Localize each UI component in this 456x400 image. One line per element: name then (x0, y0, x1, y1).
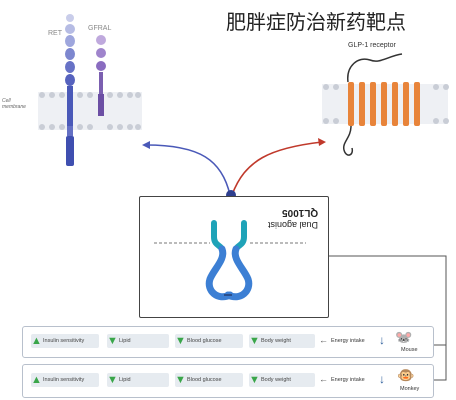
arrow-to-ret-gfral (145, 144, 231, 196)
up-arrow-icon: ▲ (31, 335, 42, 347)
chip-label: Lipid (119, 338, 131, 344)
ret-receptor (65, 14, 75, 166)
down-arrow-icon: ▼ (249, 335, 260, 347)
up-arrow-icon: ▲ (31, 374, 42, 386)
chip-body-weight: ▼ Body weight (249, 334, 315, 348)
subject-label: Mouse (401, 347, 418, 353)
mouse-results-row: ▲ Insulin sensitivity ▼ Lipid ▼ Blood gl… (22, 326, 434, 358)
down-arrow-icon: ▼ (107, 335, 118, 347)
monkey-icon: 🐵 (397, 367, 415, 383)
page-title: 肥胖症防治新药靶点 (226, 10, 406, 34)
membrane-label: Cell membrane (2, 98, 26, 110)
arrow-to-mouse-row (327, 255, 447, 346)
glp1-transmembrane-helices (348, 82, 420, 126)
chip-blood-glucose: ▼ Blood glucose (175, 373, 243, 387)
glp1-label: GLP-1 receptor (348, 42, 396, 49)
down-arrow-icon: ▼ (249, 374, 260, 386)
energy-label: Energy intake (331, 338, 365, 344)
drug-panel: QL1005 Dual agonist (139, 196, 329, 318)
down-arrow-icon: ▼ (107, 374, 118, 386)
row-arrow-icon: ← (319, 335, 328, 345)
row-arrow-icon: ← (319, 374, 328, 384)
chip-label: Insulin sensitivity (43, 377, 85, 383)
arrow-head-left (142, 141, 150, 149)
down-arrow-icon: ↓ (379, 372, 385, 386)
drug-name: QL1005 (281, 207, 318, 218)
gfral-receptor (96, 35, 106, 116)
subject-label: Monkey (400, 386, 420, 392)
arrow-head-right (318, 138, 326, 146)
arrow-to-glp1 (231, 141, 323, 196)
chip-label: Blood glucose (187, 338, 222, 344)
down-arrow-icon: ▼ (175, 335, 186, 347)
arrow-to-monkey-row (432, 345, 447, 381)
chip-lipid: ▼ Lipid (107, 373, 169, 387)
drug-subtitle: Dual agonist (267, 220, 318, 230)
ret-gfral-receptor-figure (0, 10, 150, 180)
glp1-receptor-svg (322, 53, 449, 156)
cell-membrane (38, 92, 142, 130)
monkey-results-row: ▲ Insulin sensitivity ▼ Lipid ▼ Blood gl… (22, 364, 434, 398)
gfral-label: GFRAL (88, 25, 112, 32)
chip-insulin-sensitivity: ▲ Insulin sensitivity (31, 373, 99, 387)
chip-insulin-sensitivity: ▲ Insulin sensitivity (31, 334, 99, 348)
chip-label: Body weight (261, 377, 291, 383)
down-arrow-icon: ↓ (379, 333, 385, 347)
energy-label: Energy intake (331, 377, 365, 383)
drug-teal-peptides (211, 220, 247, 252)
glp1-extracellular-domain (347, 53, 403, 83)
chip-label: Lipid (119, 377, 131, 383)
down-arrow-icon: ▼ (175, 374, 186, 386)
drug-fc-domain (205, 245, 253, 301)
chip-label: Body weight (261, 338, 291, 344)
chip-blood-glucose: ▼ Blood glucose (175, 334, 243, 348)
chip-lipid: ▼ Lipid (107, 334, 169, 348)
chip-body-weight: ▼ Body weight (249, 373, 315, 387)
mouse-icon: 🐭 (395, 329, 413, 345)
glp1-intracellular-tail (342, 125, 354, 156)
glp1-receptor-figure (318, 38, 456, 168)
ret-label: RET (48, 30, 62, 37)
chip-label: Blood glucose (187, 377, 222, 383)
chip-label: Insulin sensitivity (43, 338, 85, 344)
drug-structure-svg (154, 220, 306, 301)
ret-gfral-receptor-svg (38, 14, 142, 166)
